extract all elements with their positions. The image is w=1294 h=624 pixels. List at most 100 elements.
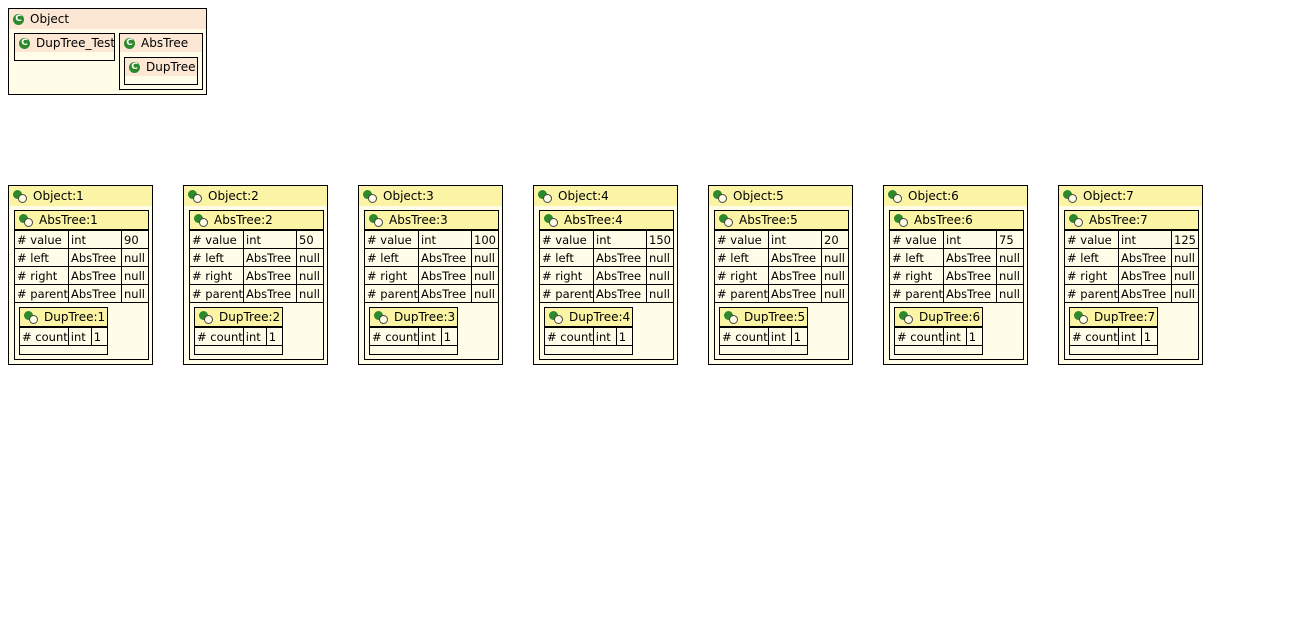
abstree-instance-label: AbsTree:1 (39, 213, 98, 227)
field-row[interactable]: # left AbsTree null (15, 248, 148, 267)
abstree-instance-label: AbsTree:4 (564, 213, 623, 227)
field-name: # count (1070, 327, 1119, 346)
duptree-instance-box[interactable]: DupTree:4 # count int 1 (544, 307, 633, 355)
duptree-instance-box[interactable]: DupTree:7 # count int 1 (1069, 307, 1158, 355)
abstree-instance-header: AbsTree:4 (540, 211, 673, 230)
object-class-box[interactable]: C Object C DupTree_Test C AbsTree C DupT… (8, 8, 207, 95)
field-row[interactable]: # left AbsTree null (1065, 248, 1198, 267)
duptree-instance-header: DupTree:5 (720, 308, 807, 327)
field-value: 125 (1171, 230, 1198, 249)
field-type: AbsTree (943, 266, 997, 285)
field-row[interactable]: # right AbsTree null (540, 266, 673, 285)
field-name: # right (540, 266, 594, 285)
field-row[interactable]: # parent AbsTree null (540, 284, 673, 303)
field-name: # count (20, 327, 69, 346)
abstree-fields-table: # value int 20 # left AbsTree null # rig… (715, 230, 848, 303)
abstree-instance-box[interactable]: AbsTree:4 # value int 150 # left AbsTree… (539, 210, 674, 360)
field-type: int (1118, 230, 1172, 249)
field-row[interactable]: # parent AbsTree null (190, 284, 323, 303)
field-name: # right (890, 266, 944, 285)
field-name: # value (715, 230, 769, 249)
abstree-instance-box[interactable]: AbsTree:2 # value int 50 # left AbsTree … (189, 210, 324, 360)
abstree-instance-box[interactable]: AbsTree:1 # value int 90 # left AbsTree … (14, 210, 149, 360)
duptree-instance-box[interactable]: DupTree:1 # count int 1 (19, 307, 108, 355)
abstree-instance-box[interactable]: AbsTree:6 # value int 75 # left AbsTree … (889, 210, 1024, 360)
field-row[interactable]: # value int 125 (1065, 230, 1198, 249)
field-row[interactable]: # left AbsTree null (715, 248, 848, 267)
abstree-instance-box[interactable]: AbsTree:3 # value int 100 # left AbsTree… (364, 210, 499, 360)
field-row[interactable]: # right AbsTree null (1065, 266, 1198, 285)
field-row[interactable]: # value int 100 (365, 230, 498, 249)
object-instance-label: Object:5 (733, 189, 784, 203)
field-type: AbsTree (243, 248, 297, 267)
field-row[interactable]: # parent AbsTree null (365, 284, 498, 303)
duptree-instance-box[interactable]: DupTree:2 # count int 1 (194, 307, 283, 355)
field-row[interactable]: # value int 20 (715, 230, 848, 249)
field-type: AbsTree (68, 284, 122, 303)
duptree-instance-box[interactable]: DupTree:3 # count int 1 (369, 307, 458, 355)
field-row[interactable]: # count int 1 (1070, 327, 1157, 346)
object-instance-box[interactable]: Object:5 AbsTree:5 # value int 20 # left… (708, 185, 853, 365)
duptree-instance-label: DupTree:1 (44, 310, 106, 324)
object-instance-box[interactable]: Object:4 AbsTree:4 # value int 150 # lef… (533, 185, 678, 365)
field-type: int (768, 230, 822, 249)
field-row[interactable]: # value int 50 (190, 230, 323, 249)
field-type: AbsTree (768, 248, 822, 267)
field-row[interactable]: # right AbsTree null (715, 266, 848, 285)
field-value: 20 (821, 230, 848, 249)
field-type: AbsTree (418, 284, 472, 303)
field-name: # right (715, 266, 769, 285)
duptree-fields-table: # count int 1 (545, 327, 632, 346)
object-instance-box[interactable]: Object:3 AbsTree:3 # value int 100 # lef… (358, 185, 503, 365)
field-type: AbsTree (68, 248, 122, 267)
object-instance-icon (1063, 189, 1077, 203)
abstree-instance-box[interactable]: AbsTree:5 # value int 20 # left AbsTree … (714, 210, 849, 360)
field-row[interactable]: # left AbsTree null (190, 248, 323, 267)
field-row[interactable]: # count int 1 (545, 327, 632, 346)
duptree-instance-box[interactable]: DupTree:5 # count int 1 (719, 307, 808, 355)
object-instance-icon (194, 213, 208, 227)
field-row[interactable]: # parent AbsTree null (890, 284, 1023, 303)
field-name: # right (190, 266, 244, 285)
field-row[interactable]: # count int 1 (195, 327, 282, 346)
object-instance-header: Object:6 (884, 186, 1027, 206)
object-instance-header: Object:3 (359, 186, 502, 206)
field-value: null (646, 266, 673, 285)
field-name: # value (540, 230, 594, 249)
field-row[interactable]: # left AbsTree null (365, 248, 498, 267)
field-row[interactable]: # right AbsTree null (365, 266, 498, 285)
field-type: int (767, 327, 792, 346)
field-row[interactable]: # parent AbsTree null (1065, 284, 1198, 303)
abstree-instance-box[interactable]: AbsTree:7 # value int 125 # left AbsTree… (1064, 210, 1199, 360)
abstree-instance-header: AbsTree:6 (890, 211, 1023, 230)
field-row[interactable]: # right AbsTree null (190, 266, 323, 285)
field-row[interactable]: # left AbsTree null (890, 248, 1023, 267)
object-instance-box[interactable]: Object:2 AbsTree:2 # value int 50 # left… (183, 185, 328, 365)
object-instance-box[interactable]: Object:6 AbsTree:6 # value int 75 # left… (883, 185, 1028, 365)
duptree-test-class-box[interactable]: C DupTree_Test (14, 33, 115, 61)
field-row[interactable]: # count int 1 (720, 327, 807, 346)
field-row[interactable]: # count int 1 (370, 327, 457, 346)
field-row[interactable]: # value int 90 (15, 230, 148, 249)
field-row[interactable]: # value int 150 (540, 230, 673, 249)
field-row[interactable]: # count int 1 (895, 327, 982, 346)
field-row[interactable]: # parent AbsTree null (715, 284, 848, 303)
field-value: 1 (965, 327, 982, 346)
abstree-class-box[interactable]: C AbsTree C DupTree (119, 33, 203, 90)
abstree-instance-header: AbsTree:1 (15, 211, 148, 230)
object-instance-box[interactable]: Object:1 AbsTree:1 # value int 90 # left… (8, 185, 153, 365)
field-row[interactable]: # right AbsTree null (890, 266, 1023, 285)
field-row[interactable]: # parent AbsTree null (15, 284, 148, 303)
field-type: AbsTree (243, 266, 297, 285)
field-row[interactable]: # count int 1 (20, 327, 107, 346)
field-value: 90 (121, 230, 148, 249)
field-value: null (296, 248, 323, 267)
field-row[interactable]: # right AbsTree null (15, 266, 148, 285)
duptree-class-box[interactable]: C DupTree (124, 57, 198, 85)
object-instance-box[interactable]: Object:7 AbsTree:7 # value int 125 # lef… (1058, 185, 1203, 365)
field-value: null (996, 266, 1023, 285)
field-row[interactable]: # value int 75 (890, 230, 1023, 249)
field-value: 1 (265, 327, 282, 346)
field-row[interactable]: # left AbsTree null (540, 248, 673, 267)
duptree-instance-box[interactable]: DupTree:6 # count int 1 (894, 307, 983, 355)
